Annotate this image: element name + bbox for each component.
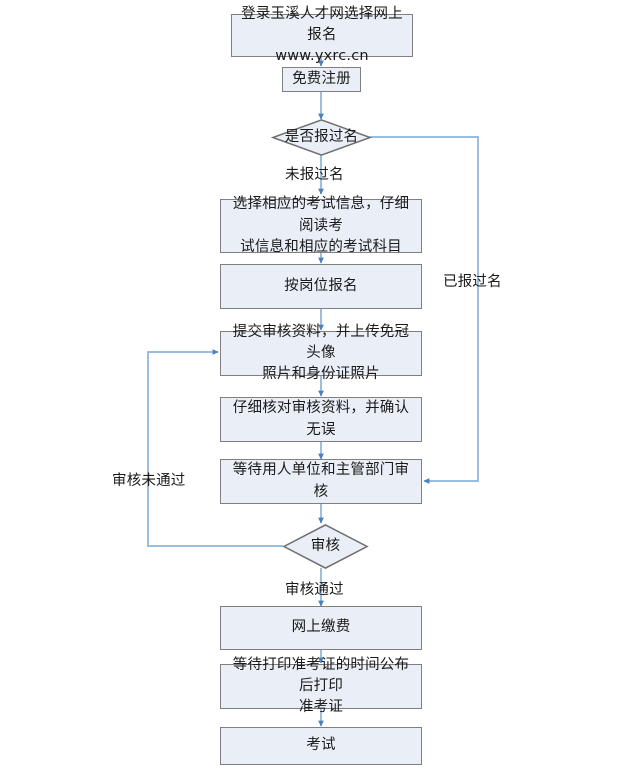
node-review[interactable]: 审核: [282, 524, 369, 569]
edge-label-already-registered: 已报过名: [443, 270, 502, 291]
node-apply-post-label: 按岗位报名: [284, 277, 358, 294]
edge-label-review-failed-text: 审核未通过: [112, 473, 186, 489]
node-print-ticket-label: 等待打印准考证的时间公布后打印 准考证: [232, 656, 410, 716]
node-registered-before[interactable]: 是否报过名: [270, 119, 373, 156]
node-submit-materials[interactable]: 提交审核资料，并上传免冠头像 照片和身份证照片: [220, 324, 422, 382]
node-wait-review[interactable]: 等待用人单位和主管部门审核: [220, 459, 422, 504]
edge-label-review-passed: 审核通过: [285, 578, 344, 599]
node-online-payment-label: 网上缴费: [291, 619, 351, 636]
node-review-label: 审核: [310, 537, 341, 554]
edge-label-review-passed-text: 审核通过: [285, 582, 344, 598]
diamond-shape: [270, 119, 373, 156]
node-login-label: 登录玉溪人才网选择网上报名 www.yxrc.cn: [241, 5, 403, 65]
node-select-exam-label: 选择相应的考试信息，仔细阅读考 试信息和相应的考试科目: [232, 196, 410, 255]
diamond-shape: [282, 524, 369, 569]
node-verify-materials[interactable]: 仔细核对审核资料，并确认无误: [220, 397, 422, 442]
edge-label-not-registered: 未报过名: [285, 163, 344, 184]
node-apply-post[interactable]: 按岗位报名: [220, 264, 422, 309]
node-submit-materials-label: 提交审核资料，并上传免冠头像 照片和身份证照片: [232, 323, 410, 383]
node-registered-before-label: 是否报过名: [284, 128, 359, 145]
node-exam-label: 考试: [306, 737, 336, 754]
node-print-ticket[interactable]: 等待打印准考证的时间公布后打印 准考证: [220, 657, 422, 715]
node-login[interactable]: 登录玉溪人才网选择网上报名 www.yxrc.cn: [231, 6, 413, 64]
node-verify-materials-label: 仔细核对审核资料，并确认无误: [232, 400, 410, 438]
node-select-exam[interactable]: 选择相应的考试信息，仔细阅读考 试信息和相应的考试科目: [220, 196, 422, 255]
node-register[interactable]: 免费注册: [282, 67, 361, 92]
node-register-label: 免费注册: [292, 71, 351, 87]
node-exam[interactable]: 考试: [220, 727, 422, 765]
node-wait-review-label: 等待用人单位和主管部门审核: [232, 462, 410, 500]
edge-label-review-failed: 审核未通过: [112, 469, 186, 490]
edge-label-already-registered-text: 已报过名: [443, 274, 502, 290]
node-online-payment[interactable]: 网上缴费: [220, 606, 422, 650]
edge-label-not-registered-text: 未报过名: [285, 167, 344, 183]
